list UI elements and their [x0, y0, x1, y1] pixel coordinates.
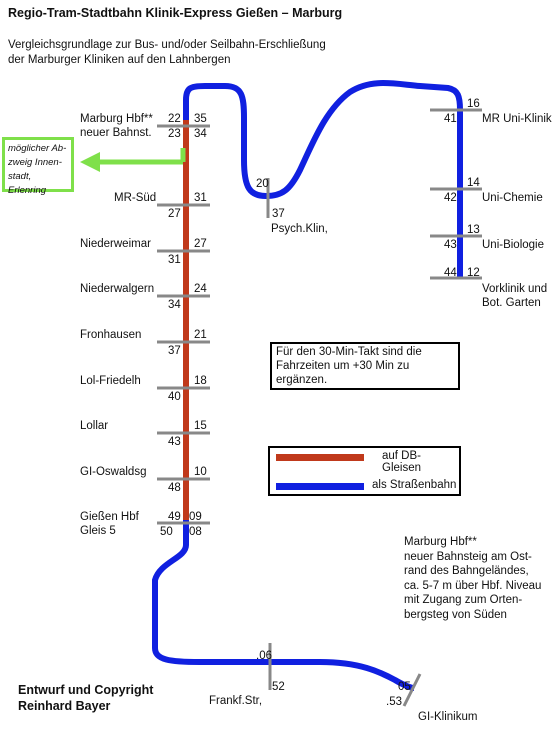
- time-label: 27: [168, 208, 181, 220]
- legend-label-street: als Straßenbahn: [372, 479, 457, 491]
- time-label: .06: [256, 650, 272, 662]
- station-name-uni-biologie: Uni-Biologie: [482, 239, 545, 251]
- station-name-frankf-str: Frankf.Str,: [209, 695, 263, 707]
- time-label: 52: [272, 681, 285, 693]
- station-name-gi-oswaldsg: GI-Oswaldsg: [80, 466, 147, 478]
- time-label: 50: [160, 526, 173, 538]
- station-name-fronhausen: Fronhausen: [80, 329, 142, 341]
- station-name-niederwalgern: Niederwalgern: [80, 283, 155, 295]
- time-label: 34: [194, 128, 207, 140]
- tram-line-north: [183, 80, 463, 278]
- diagram-title: Regio-Tram-Stadtbahn Klinik-Express Gieß…: [8, 6, 343, 20]
- time-label: 35: [194, 113, 207, 125]
- time-label: 37: [272, 208, 285, 220]
- time-label: 15: [194, 420, 207, 432]
- time-label: 34: [168, 299, 181, 311]
- branch-arrow-head: [80, 152, 100, 172]
- station-name-giessen-hbf: Gießen Hbf Gleis 5: [80, 511, 139, 537]
- time-label: 49: [168, 511, 181, 523]
- time-label: 43: [444, 239, 457, 251]
- time-label: 41: [444, 113, 457, 125]
- station-ticks: [157, 108, 482, 707]
- time-label: 37: [168, 345, 181, 357]
- copyright: Entwurf und Copyright Reinhard Bayer: [18, 683, 154, 713]
- time-label: 23: [168, 128, 181, 140]
- time-label: 14: [467, 177, 480, 189]
- time-label: 16: [467, 98, 480, 110]
- time-label: 18: [194, 375, 207, 387]
- time-label: 31: [168, 254, 181, 266]
- station-name-lol-friedelh: Lol-Friedelh: [80, 375, 141, 387]
- time-label: 21: [194, 329, 207, 341]
- station-name-lollar: Lollar: [80, 420, 109, 432]
- time-label: .53: [386, 696, 402, 708]
- time-label: 24: [194, 283, 207, 295]
- tram-line-south: [152, 520, 415, 691]
- branch-box: möglicher Ab- zweig Innen- stadt, Erlenr…: [2, 137, 74, 196]
- diagram-subtitle: Vergleichsgrundlage zur Bus- und/oder Se…: [8, 38, 326, 68]
- time-label: 40: [168, 391, 181, 403]
- station-name-mr-sued: MR-Süd: [114, 192, 157, 204]
- station-name-psych-klin: Psych.Klin,: [271, 223, 328, 235]
- time-label: 05: [398, 681, 411, 693]
- legend-label-db: auf DB-Gleisen: [382, 450, 421, 474]
- legend: auf DB-Gleisen als Straßenbahn: [268, 446, 461, 496]
- station-name-vorklinik: Vorklinik und Bot. Garten: [482, 283, 548, 309]
- station-name-niederweimar: Niederweimar: [80, 238, 151, 250]
- time-label: 31: [194, 192, 207, 204]
- hbf-note: Marburg Hbf** neuer Bahnsteig am Ost- ra…: [404, 536, 542, 621]
- time-label: 43: [168, 436, 181, 448]
- time-label: 20: [256, 178, 269, 190]
- station-name-gi-klinikum: GI-Klinikum: [418, 711, 478, 723]
- legend-swatch-street: [276, 483, 364, 490]
- station-name-uni-klinik: MR Uni-Klinik: [482, 113, 552, 125]
- time-label: 48: [168, 482, 181, 494]
- station-name-uni-chemie: Uni-Chemie: [482, 192, 543, 204]
- takt-note: Für den 30-Min-Takt sind die Fahrzeiten …: [270, 342, 460, 390]
- time-label: 10: [194, 466, 207, 478]
- time-label: 22: [168, 113, 181, 125]
- legend-swatch-db: [276, 454, 364, 461]
- time-label: 08: [189, 526, 202, 538]
- station-name-marburg-hbf: Marburg Hbf** neuer Bahnst.: [80, 113, 153, 139]
- time-label: 12: [467, 267, 480, 279]
- time-label: 13: [467, 224, 480, 236]
- subtitle-line-1: Vergleichsgrundlage zur Bus- und/oder Se…: [8, 39, 326, 51]
- time-label: 27: [194, 238, 207, 250]
- time-label: 42: [444, 192, 457, 204]
- tick-gi-klinikum: [402, 673, 422, 707]
- subtitle-line-2: der Marburger Kliniken auf den Lahnberge…: [8, 54, 231, 66]
- time-label: 44: [444, 267, 457, 279]
- time-label: 09: [189, 511, 202, 523]
